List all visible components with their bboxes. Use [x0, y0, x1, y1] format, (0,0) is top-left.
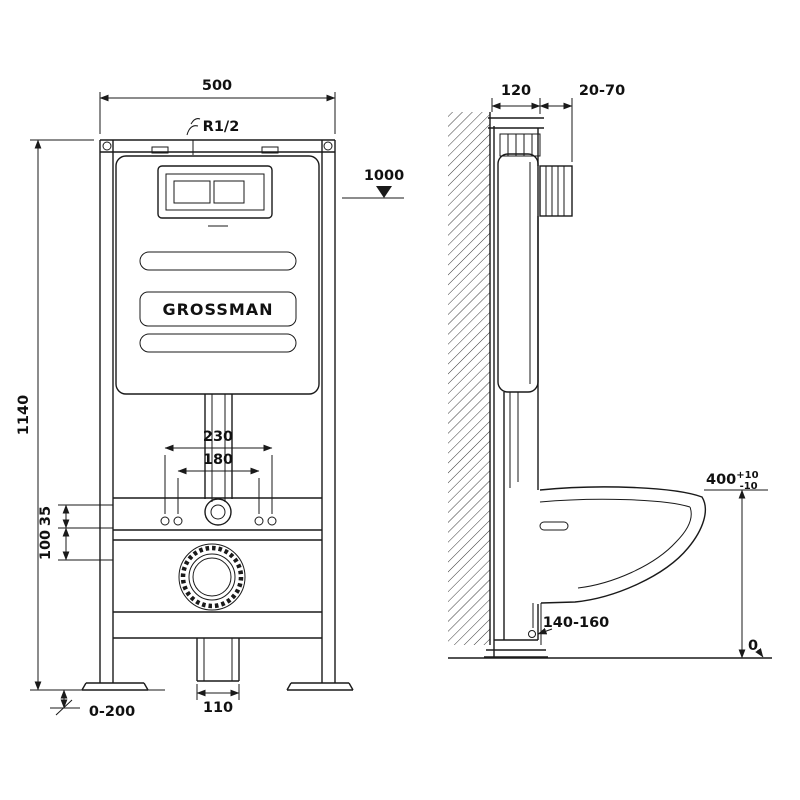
front-view: GROSSMAN	[16, 78, 404, 720]
dim-fix-outer: 230	[164, 429, 273, 514]
dim-frame-depth-label: 120	[501, 83, 531, 99]
dim-bowl-height-label: 400+10-10	[706, 470, 759, 492]
cistern-slot-top	[139, 251, 297, 271]
side-view: 120 20-70 400+10-10 140-160 0	[448, 83, 772, 659]
flush-elbow	[204, 498, 232, 526]
dim-fix-inner: 180	[177, 452, 260, 514]
level-marker-icon	[376, 186, 392, 198]
dim-floor-level: 0	[748, 638, 764, 658]
dim-fix-inner-label: 180	[203, 452, 233, 468]
front-frame	[81, 139, 354, 691]
dim-front-width: 500	[99, 78, 336, 134]
dim-button-height: 1000	[342, 168, 404, 199]
dim-plate-depth-label: 20-70	[579, 83, 625, 99]
side-flush-plate	[539, 165, 573, 217]
waste-outlet	[178, 543, 246, 611]
water-supply-icon	[186, 118, 201, 155]
grossman-logo: GROSSMAN	[162, 300, 273, 319]
dim-front-height-label: 1140	[16, 395, 32, 435]
fixing-studs	[160, 516, 277, 526]
cistern: GROSSMAN	[115, 155, 320, 395]
dim-bowl-height: 400+10-10	[704, 470, 768, 659]
top-mount	[488, 117, 544, 157]
flush-plate	[157, 165, 273, 219]
dim-fix-outer-label: 230	[203, 429, 233, 445]
dim-outlet-width: 110	[196, 684, 240, 716]
dim-frame-depth: 120 20-70	[491, 83, 625, 162]
dim-drain-height-label: 140-160	[543, 615, 610, 631]
dim-floor-level-label: 0	[748, 638, 758, 654]
side-cistern	[497, 153, 539, 393]
dim-leg-range-label: 0-200	[89, 704, 135, 720]
toilet-bowl	[528, 486, 706, 645]
flush-button-large	[173, 180, 211, 204]
dim-supply-thread: R1/2	[203, 119, 240, 135]
dim-supply-label: R1/2	[203, 119, 240, 135]
dim-left-offsets: 35 100	[38, 504, 113, 561]
cistern-slot-bottom	[139, 333, 297, 353]
dim-outlet-width-label: 110	[203, 700, 233, 716]
dim-offset-100-label: 100	[38, 530, 54, 560]
side-flush-pipe	[509, 392, 569, 531]
dim-drain-height: 140-160	[537, 615, 610, 635]
dim-front-width-label: 500	[202, 78, 232, 94]
bottom-outlet-pipe	[196, 638, 240, 682]
fixing-stud	[539, 521, 569, 531]
flush-button-small	[213, 180, 245, 204]
left-foot	[81, 682, 149, 691]
dim-leg-range: 0-200	[50, 689, 165, 720]
wall-hatch	[448, 112, 491, 645]
dim-front-height: 1140	[16, 139, 94, 691]
logo-panel	[139, 291, 297, 327]
right-foot	[286, 682, 354, 691]
drain-point	[528, 630, 536, 638]
dim-button-height-label: 1000	[364, 168, 404, 184]
dim-offset-35-label: 35	[38, 506, 54, 526]
